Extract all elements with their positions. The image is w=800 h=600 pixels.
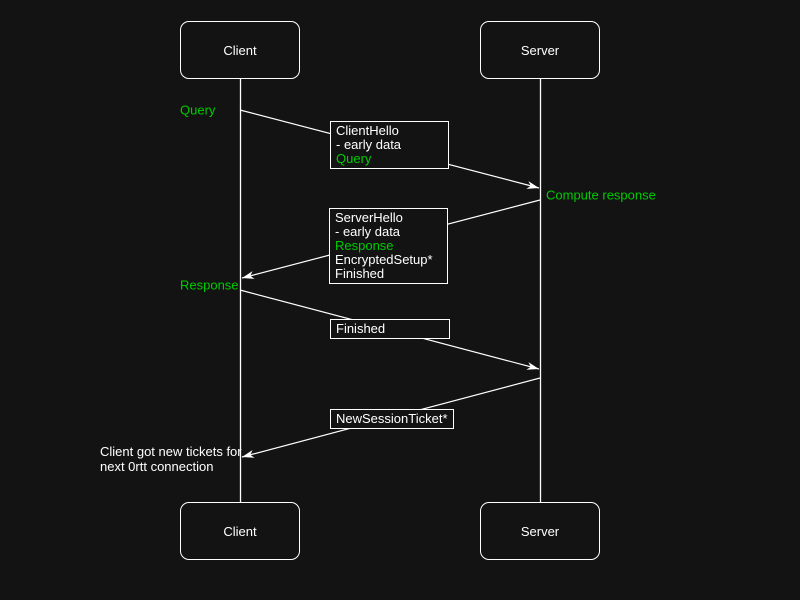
message-line: EncryptedSetup* [335,252,433,267]
actor-client-top: Client [180,21,300,79]
message-line: Query [336,151,372,166]
message-line: Finished [335,266,385,281]
message-box-clienthello: ClientHello - early data Query [330,121,449,169]
message-line: Response [335,238,394,253]
message-box-serverhello: ServerHello - early data Response Encryp… [329,208,448,284]
message-line: ClientHello [336,123,399,138]
label-compute-response: Compute response [546,187,656,203]
note-new-tickets: Client got new tickets for next 0rtt con… [100,444,242,474]
message-line: Finished [336,321,386,336]
label-query: Query [180,102,216,118]
message-line: - early data [335,224,401,239]
actor-server-bottom: Server [480,502,600,560]
actor-client-bottom: Client [180,502,300,560]
message-box-newsessionticket: NewSessionTicket* [330,409,454,429]
actor-server-top: Server [480,21,600,79]
message-line: - early data [336,137,402,152]
message-line: NewSessionTicket* [336,411,448,426]
label-response: Response [180,277,239,293]
note-line-2: next 0rtt connection [100,459,214,474]
message-line: ServerHello [335,210,403,225]
message-box-finished: Finished [330,319,450,339]
note-line-1: Client got new tickets for [100,444,242,459]
